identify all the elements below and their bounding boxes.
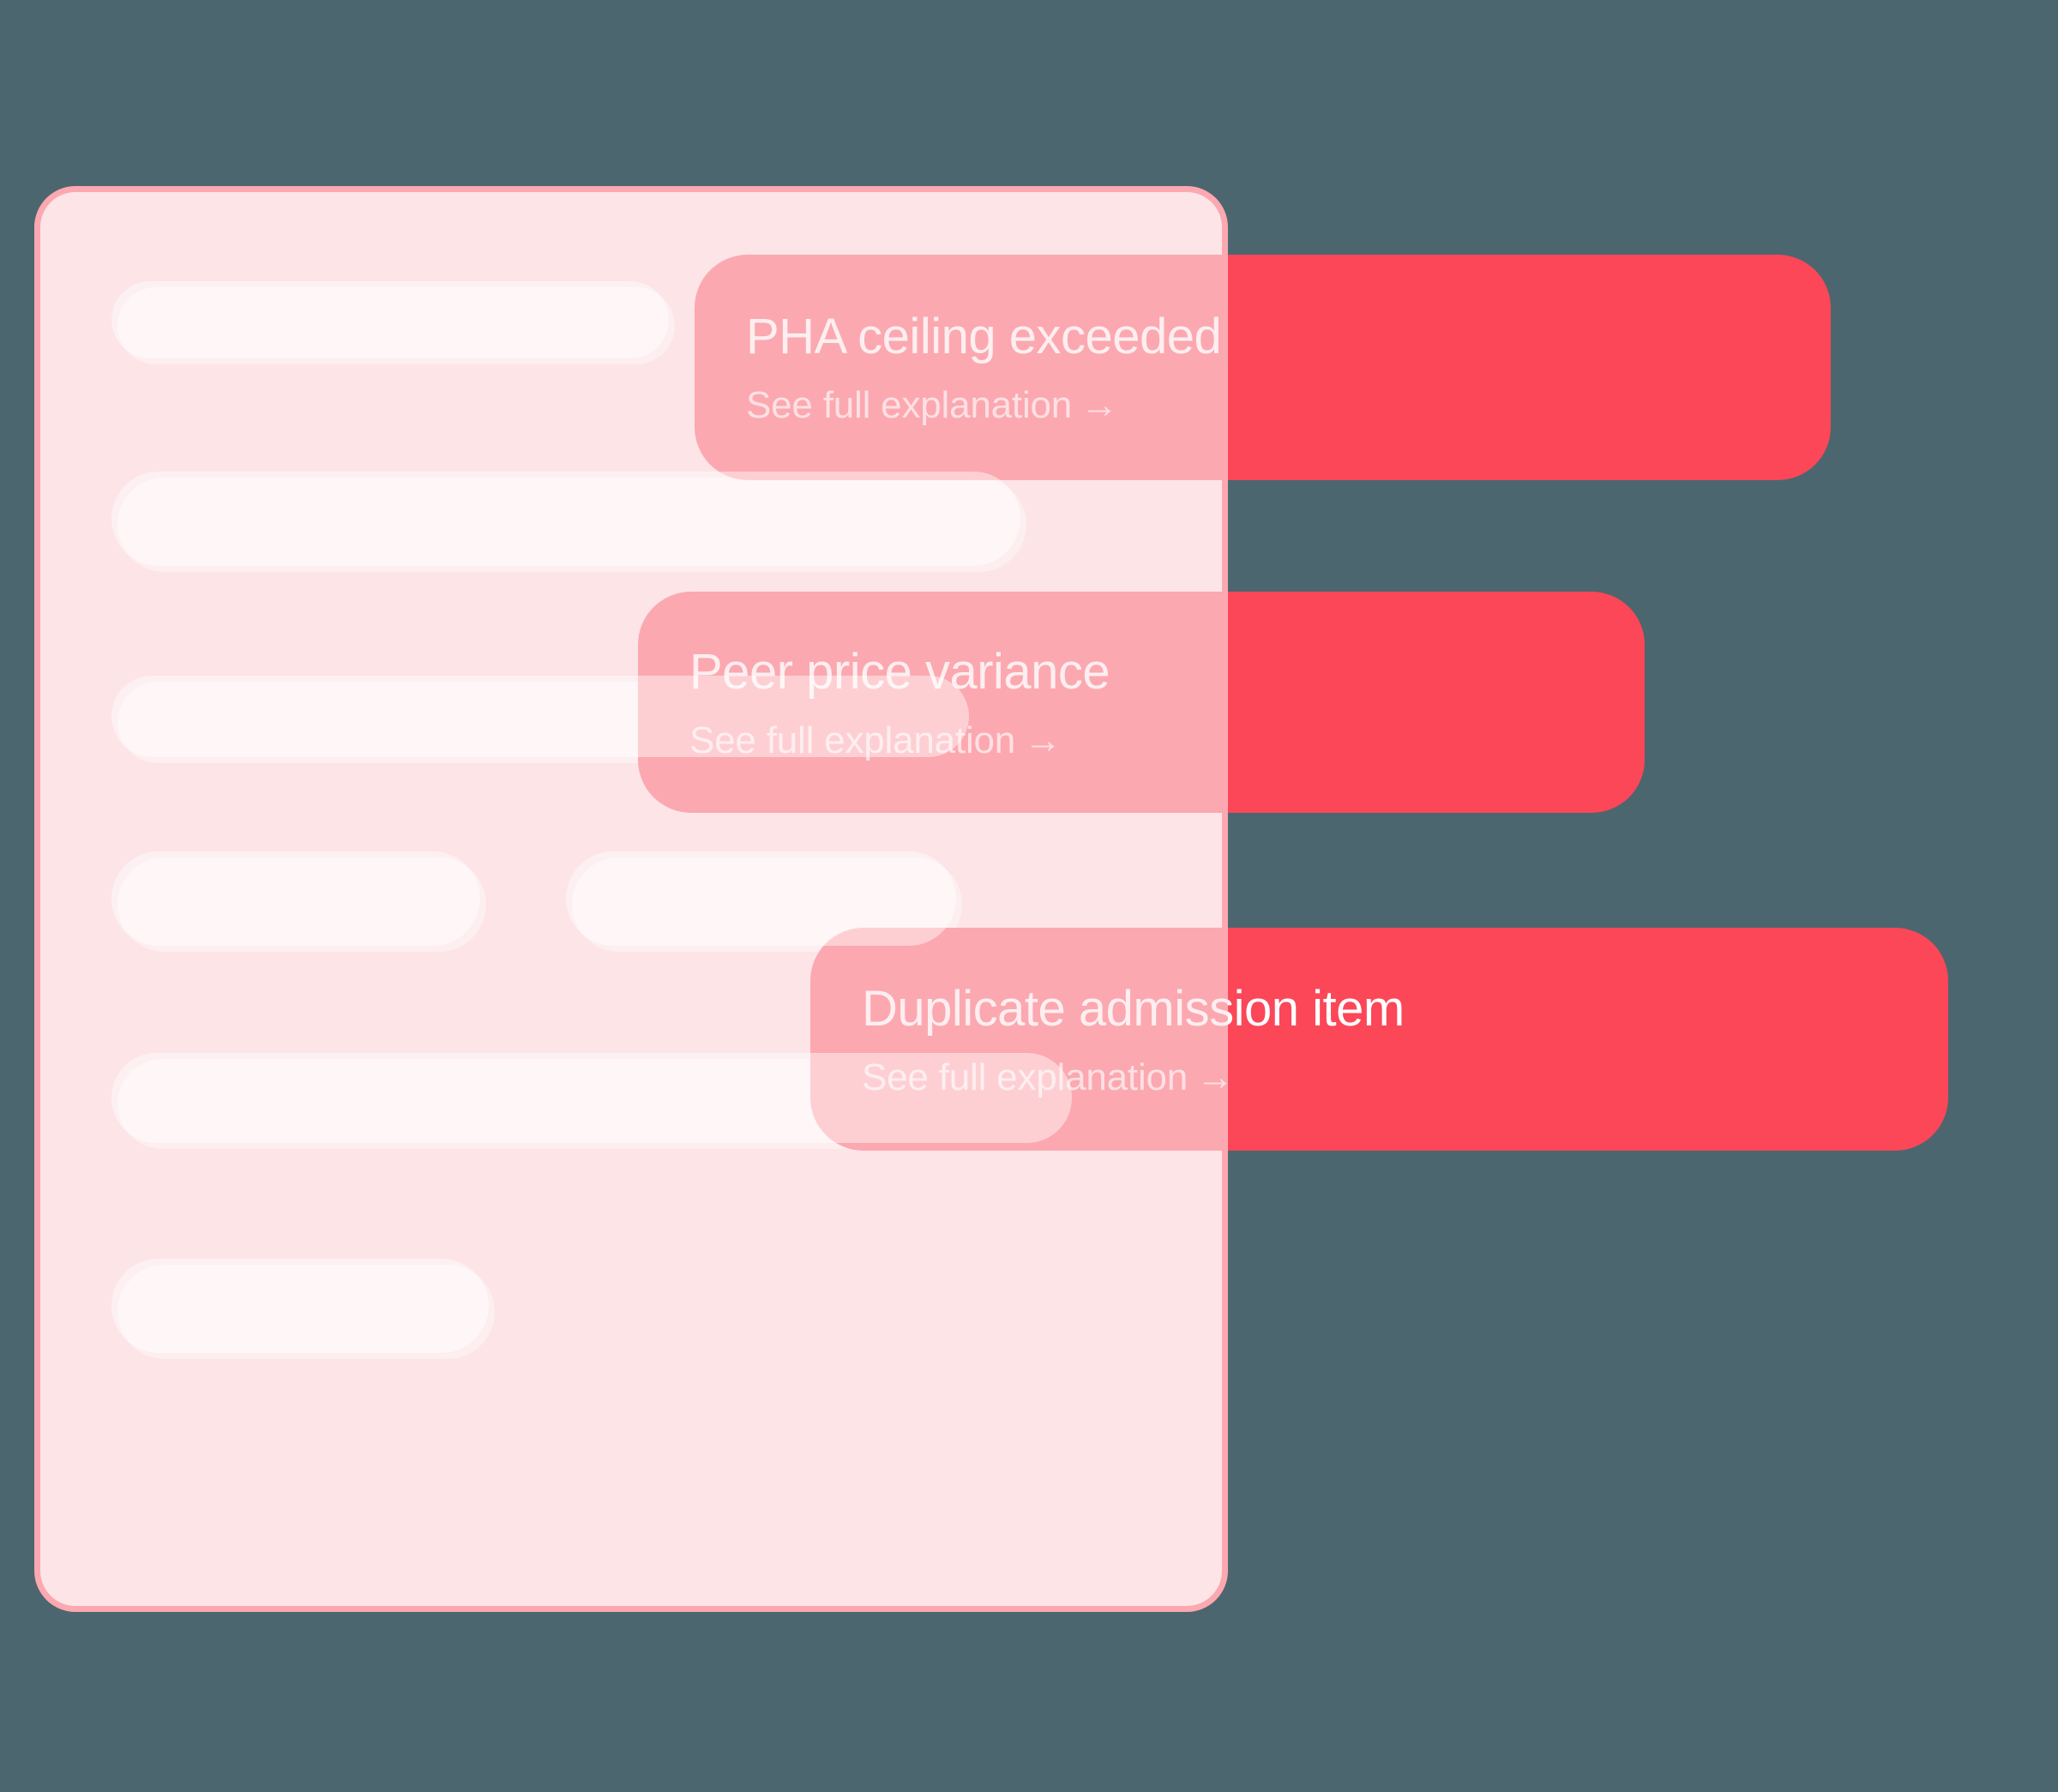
placeholder-row (117, 1265, 495, 1359)
alert-card-duplicate-admission[interactable]: Duplicate admission item See full explan… (810, 928, 1948, 1151)
alert-link-label: See full explanation (746, 384, 1073, 426)
see-full-explanation-link[interactable]: See full explanation→ (689, 719, 1645, 762)
arrow-right-icon: → (1024, 719, 1062, 761)
see-full-explanation-link[interactable]: See full explanation→ (862, 1056, 1948, 1099)
placeholder-row (117, 478, 1026, 572)
placeholder-row (117, 857, 486, 952)
see-full-explanation-link[interactable]: See full explanation→ (746, 384, 1831, 427)
alert-title: PHA ceiling exceeded (746, 309, 1222, 364)
arrow-right-icon: → (1080, 384, 1118, 426)
arrow-right-icon: → (1196, 1055, 1234, 1098)
alert-title: Peer price variance (689, 643, 1110, 700)
alert-title: Duplicate admission item (862, 980, 1405, 1037)
alert-card-peer-price-variance[interactable]: Peer price variance See full explanation… (638, 592, 1645, 813)
placeholder-row (117, 287, 675, 364)
alert-link-label: See full explanation (862, 1055, 1188, 1098)
alert-card-pha-ceiling[interactable]: PHA ceiling exceeded See full explanatio… (695, 255, 1831, 480)
alert-link-label: See full explanation (689, 719, 1016, 761)
